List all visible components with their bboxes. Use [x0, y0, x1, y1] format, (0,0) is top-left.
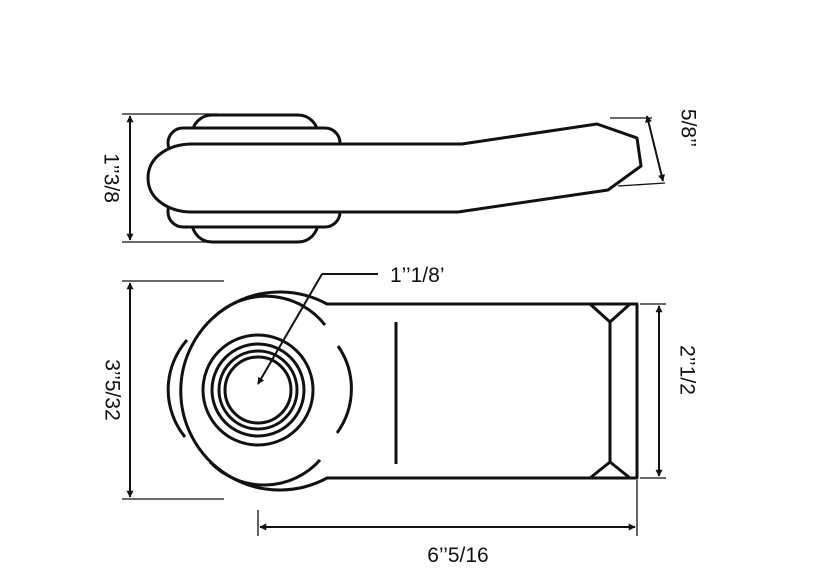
label-shank-height: 2’’1/2: [675, 345, 698, 395]
plan-view-outline: [179, 290, 639, 492]
eye-dashed-arc-top: [211, 294, 327, 326]
eye-dashed-arc-bottom: [208, 458, 322, 487]
shank-bevel-bottom: [589, 460, 631, 480]
label-eye-height: 3’’5/32: [100, 359, 123, 421]
bore-ring-middle: [210, 342, 306, 438]
dimension-shank-length: [257, 480, 638, 536]
bore-hole: [223, 355, 293, 425]
eye-dashed-arc-right: [335, 345, 353, 434]
label-tip-thickness: 5/8’’: [676, 109, 699, 147]
dimension-tip-thickness: [610, 115, 666, 187]
dimension-shank-height: [640, 303, 666, 479]
side-view-body: [146, 122, 643, 214]
label-shank-length: 6’’5/16: [427, 544, 489, 567]
side-view: [146, 113, 643, 244]
dimension-bore-leader: [257, 273, 378, 385]
label-bore-diameter: 1’’1/8’: [390, 264, 445, 287]
label-head-thickness: 1’’3/8: [99, 153, 122, 203]
bore-ring-inner: [217, 349, 299, 431]
shank-bevel-top: [588, 302, 632, 325]
plan-view: [166, 290, 639, 492]
dimension-eye-height: [122, 280, 224, 500]
dimension-head-thickness: [122, 113, 218, 243]
bore-ring-outer: [201, 333, 315, 447]
eye-dashed-arc-left: [166, 339, 189, 438]
